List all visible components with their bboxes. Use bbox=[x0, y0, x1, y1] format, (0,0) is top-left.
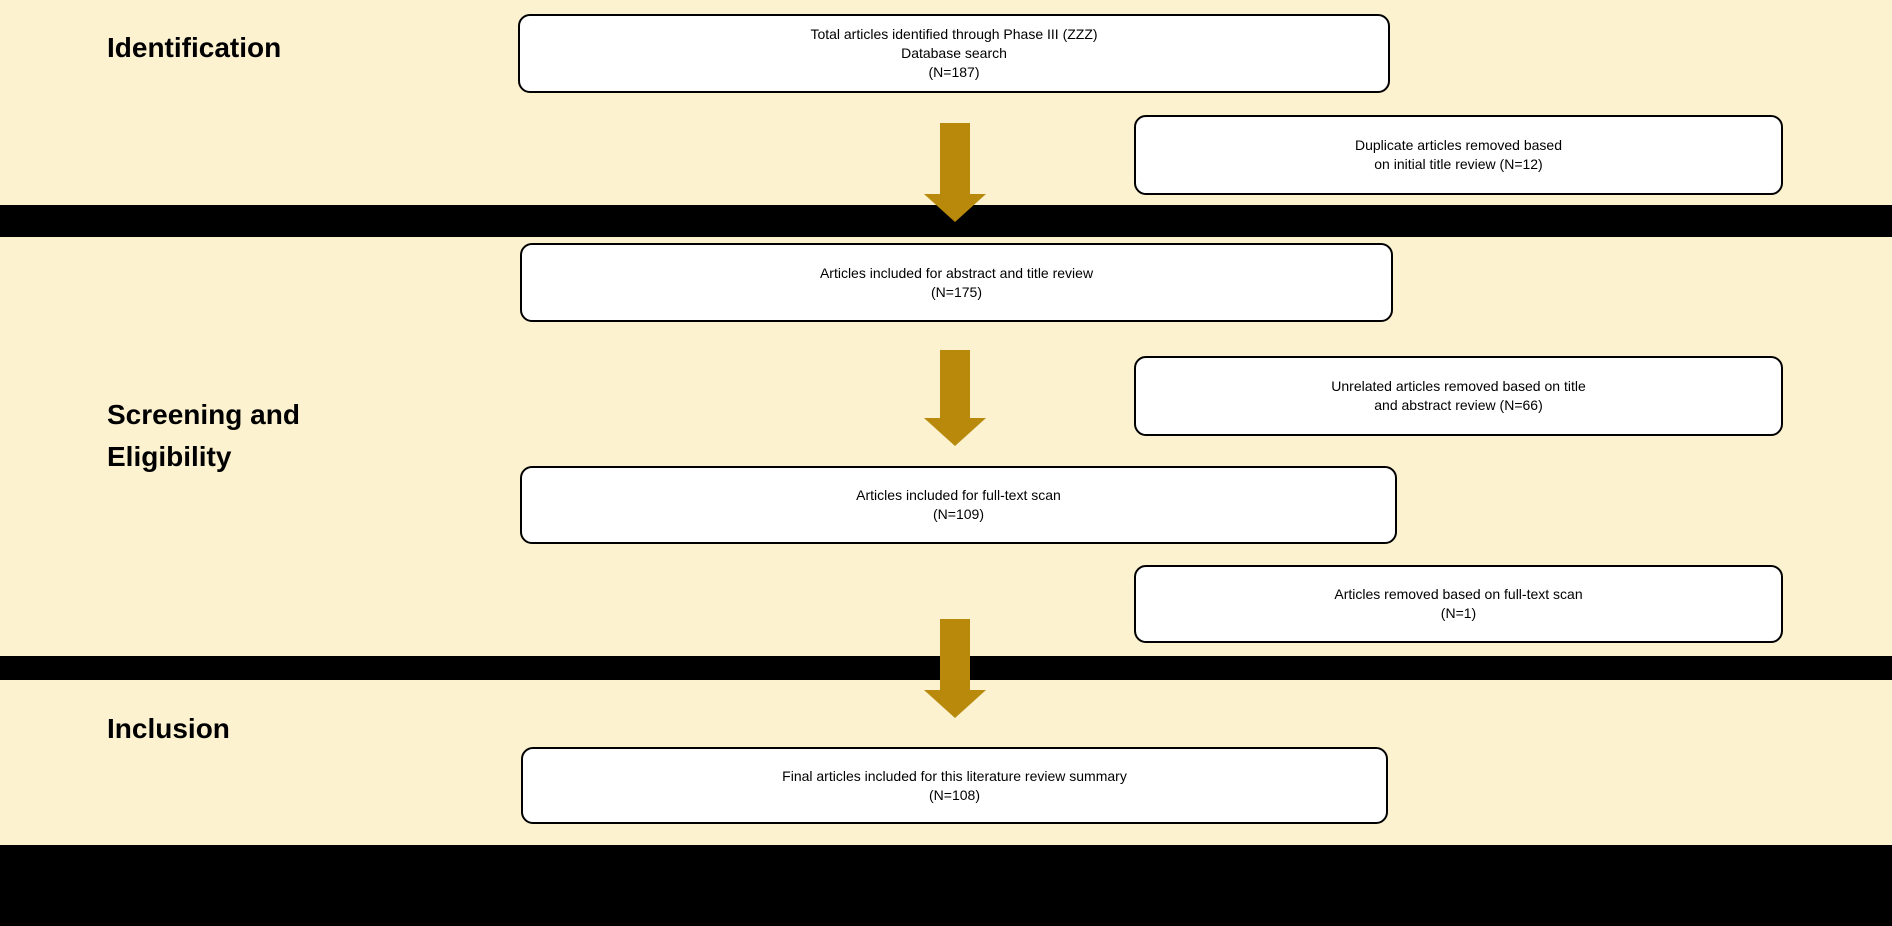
stage-label-identification: Identification bbox=[107, 27, 281, 69]
stage-label-inclusion: Inclusion bbox=[107, 708, 230, 750]
down-arrow-icon-1 bbox=[924, 123, 986, 222]
flow-box-final-included: Final articles included for this literat… bbox=[521, 747, 1388, 824]
stage-label-line: Inclusion bbox=[107, 713, 230, 744]
side-box-unrelated-removed: Unrelated articles removed based on titl… bbox=[1134, 356, 1783, 436]
flow-box-text-line: on initial title review (N=12) bbox=[1374, 156, 1543, 172]
flow-box-text-line: Articles removed based on full-text scan bbox=[1334, 586, 1583, 602]
flow-box-text-line: Duplicate articles removed based bbox=[1355, 137, 1562, 153]
arrow-shaft bbox=[940, 123, 970, 194]
flow-box-text-line: (N=1) bbox=[1440, 605, 1477, 621]
flow-box-text-line: (N=187) bbox=[928, 64, 980, 80]
flow-box-text-line: Database search bbox=[901, 45, 1007, 61]
flow-box-text-line: (N=175) bbox=[931, 283, 982, 300]
flow-box-full-text-scan: Articles included for full-text scan (N=… bbox=[520, 466, 1397, 544]
arrow-shaft bbox=[940, 350, 970, 418]
flow-box-text-line: Articles included for full-text scan bbox=[856, 487, 1061, 503]
arrow-head bbox=[924, 418, 986, 446]
flow-box-text-line: (N=108) bbox=[929, 786, 980, 803]
flow-box-text-line: Unrelated articles removed based on titl… bbox=[1331, 378, 1586, 394]
stage-label-line: Eligibility bbox=[107, 441, 232, 472]
stage-label-line: Screening and bbox=[107, 399, 300, 430]
side-box-duplicates-removed: Duplicate articles removed based on init… bbox=[1134, 115, 1783, 195]
arrow-head bbox=[924, 194, 986, 222]
flow-box-text-line: Final articles included for this literat… bbox=[782, 767, 1127, 784]
arrow-shaft bbox=[940, 619, 970, 690]
stage-label-line: Identification bbox=[107, 32, 282, 63]
flow-box-text-line: Articles included for abstract and title… bbox=[819, 264, 1094, 281]
flow-box-text-line: (N=109) bbox=[933, 506, 984, 522]
stage-label-screening-and-eligibility: Screening and Eligibility bbox=[107, 394, 300, 478]
side-box-fulltext-removed: Articles removed based on full-text scan… bbox=[1134, 565, 1783, 643]
footer-band bbox=[0, 845, 1892, 926]
flow-box-abstract-title-review: Articles included for abstract and title… bbox=[520, 243, 1393, 322]
down-arrow-icon-2 bbox=[924, 350, 986, 446]
flow-box-total-identified: Total articles identified through Phase … bbox=[518, 14, 1390, 93]
arrow-head bbox=[924, 690, 986, 718]
down-arrow-icon-3 bbox=[924, 619, 986, 718]
flow-box-text-line: and abstract review (N=66) bbox=[1374, 397, 1543, 413]
flow-box-text-line: Total articles identified through Phase … bbox=[810, 26, 1098, 42]
